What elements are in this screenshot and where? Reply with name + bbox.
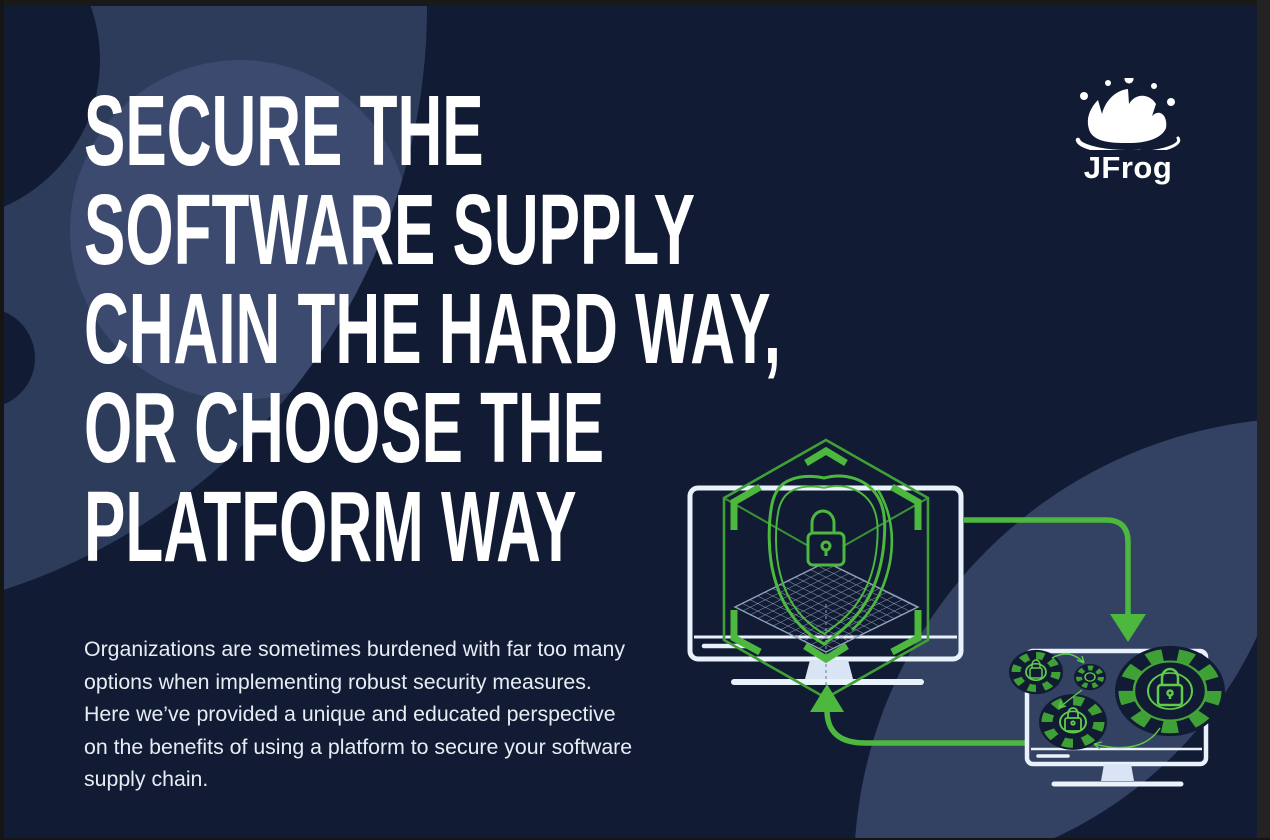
padlock-icon [1064, 707, 1082, 732]
frame-edge-right [1257, 0, 1270, 840]
frame-edge-top [0, 0, 1270, 6]
headline-line: PLATFORM WAY [84, 471, 577, 583]
cube-corner-brackets [730, 446, 922, 664]
shield-depth-edge [851, 489, 894, 631]
headline: SECURE THE SOFTWARE SUPPLY CHAIN THE HAR… [84, 75, 828, 583]
headline-line: OR CHOOSE THE [84, 372, 605, 484]
frame-edge-bottom [0, 838, 1270, 840]
shield-lock-icon [767, 474, 894, 646]
shield-outer [767, 474, 887, 646]
padlock-icon [1156, 667, 1184, 707]
circle-corner-dark [0, 0, 100, 209]
circle-topleft-bright [70, 60, 410, 400]
frame-edge-left [0, 0, 4, 840]
gear-tiny-icon [1074, 663, 1106, 691]
jfrog-splash-icon [1075, 74, 1181, 155]
headline-line: SECURE THE [84, 75, 484, 187]
circle-left-dark-dot [0, 310, 35, 406]
arrow-loop-icon [810, 684, 1028, 746]
padlock-icon [806, 509, 846, 567]
headline-line: CHAIN THE HARD WAY, [84, 273, 781, 385]
arrow-right-icon [963, 517, 1146, 642]
monitor-stand [1101, 764, 1134, 781]
gear-large-icon [1115, 645, 1225, 737]
circle-bottomright-light [854, 418, 1270, 840]
jfrog-logo: JFrog [1058, 74, 1198, 193]
padlock-icon [1029, 659, 1043, 679]
jfrog-wordmark: JFrog [1083, 150, 1173, 185]
monitor-stand [805, 660, 853, 679]
intro-paragraph: Organizations are sometimes burdened wit… [84, 637, 633, 792]
gear-medium-icon [1039, 694, 1107, 750]
gear-small-icon [1009, 649, 1063, 695]
gear-icons [1009, 645, 1225, 750]
headline-line: SOFTWARE SUPPLY [84, 174, 695, 286]
shield-inner [775, 485, 879, 636]
gear-connector-arrows [1051, 653, 1161, 750]
hexagon-cube [722, 438, 930, 700]
